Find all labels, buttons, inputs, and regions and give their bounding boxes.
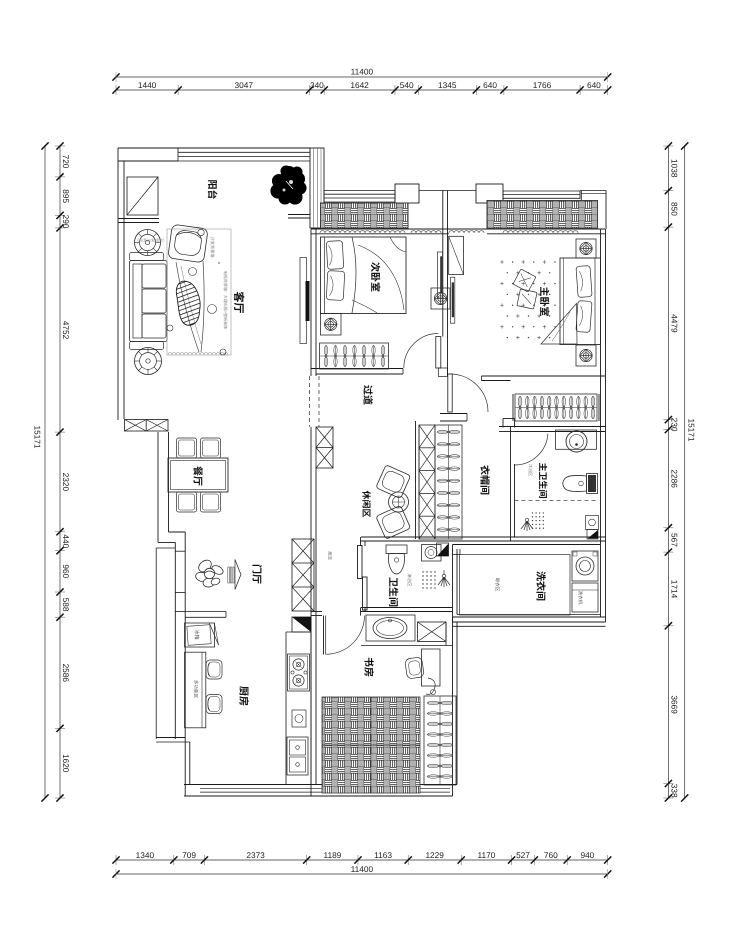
svg-text:720: 720 — [61, 155, 71, 169]
svg-text:2286: 2286 — [669, 469, 679, 488]
svg-text:709: 709 — [182, 850, 196, 860]
svg-text:11400: 11400 — [351, 864, 374, 874]
svg-text:1766: 1766 — [533, 80, 552, 90]
svg-text:640: 640 — [587, 80, 601, 90]
svg-text:540: 540 — [400, 80, 414, 90]
svg-text:11400: 11400 — [351, 66, 374, 76]
svg-text:4479: 4479 — [669, 314, 679, 333]
svg-text:1620: 1620 — [61, 754, 71, 773]
svg-text:3669: 3669 — [669, 695, 679, 714]
svg-text:1229: 1229 — [425, 850, 444, 860]
svg-text:588: 588 — [61, 598, 71, 612]
svg-text:1642: 1642 — [350, 80, 369, 90]
svg-text:1440: 1440 — [138, 80, 157, 90]
svg-text:1189: 1189 — [323, 850, 341, 860]
svg-text:1714: 1714 — [669, 580, 679, 599]
svg-text:2320: 2320 — [61, 473, 71, 492]
svg-text:440: 440 — [61, 534, 71, 548]
svg-text:567: 567 — [669, 533, 679, 547]
svg-text:960: 960 — [61, 564, 71, 578]
svg-text:1038: 1038 — [669, 159, 679, 178]
svg-text:338: 338 — [669, 784, 679, 798]
svg-text:1340: 1340 — [136, 850, 155, 860]
svg-text:3047: 3047 — [235, 80, 254, 90]
svg-text:640: 640 — [483, 80, 497, 90]
svg-text:850: 850 — [669, 202, 679, 216]
svg-text:4752: 4752 — [61, 321, 71, 340]
svg-text:1345: 1345 — [438, 80, 457, 90]
svg-text:527: 527 — [516, 850, 530, 860]
svg-text:15171: 15171 — [33, 425, 43, 448]
svg-text:940: 940 — [580, 850, 594, 860]
svg-text:230: 230 — [669, 418, 679, 432]
svg-text:895: 895 — [61, 189, 71, 203]
svg-text:1163: 1163 — [374, 850, 392, 860]
svg-text:340: 340 — [310, 80, 324, 90]
svg-text:2373: 2373 — [246, 850, 265, 860]
svg-text:1170: 1170 — [477, 850, 495, 860]
svg-text:2586: 2586 — [61, 664, 71, 683]
svg-text:290: 290 — [61, 215, 71, 229]
svg-text:15171: 15171 — [687, 418, 697, 441]
svg-text:760: 760 — [544, 850, 558, 860]
